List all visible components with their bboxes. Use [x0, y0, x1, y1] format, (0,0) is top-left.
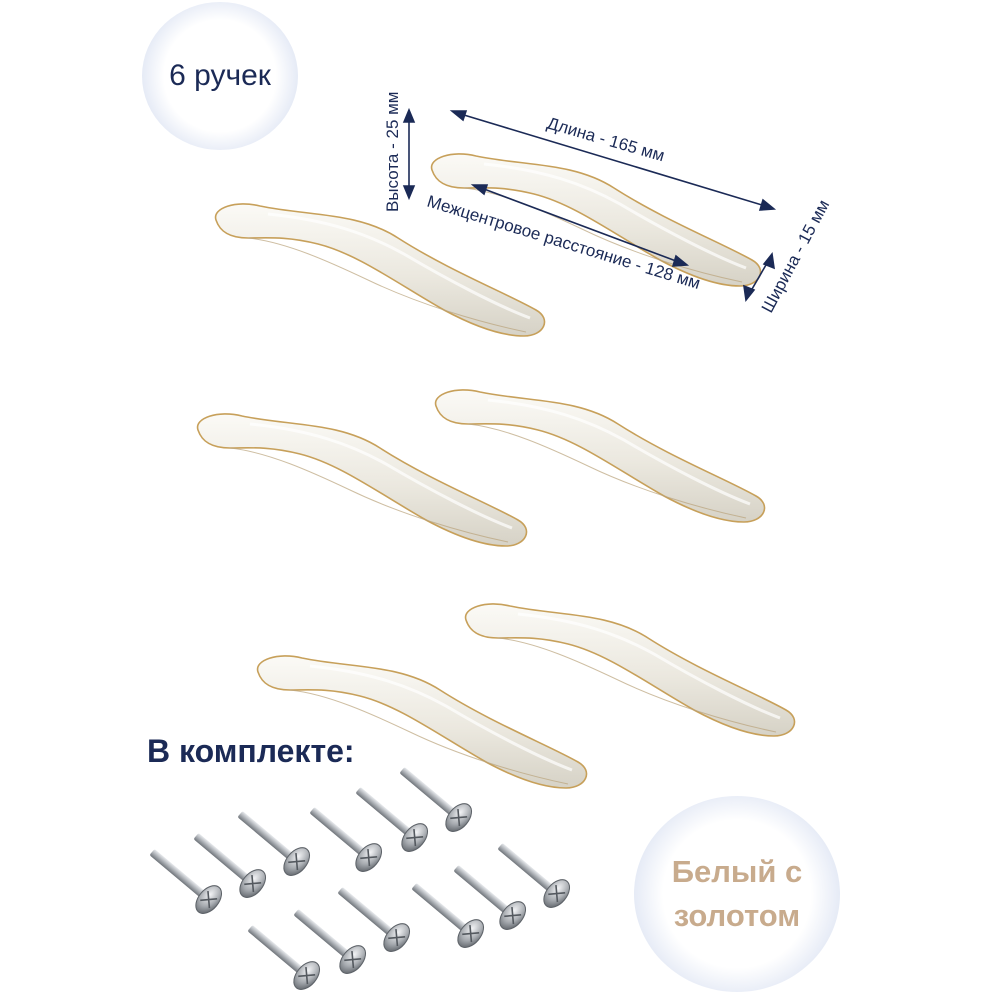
screw-4 — [300, 796, 388, 878]
screw-3 — [228, 800, 316, 882]
handle-count-text: 6 ручек — [169, 59, 271, 92]
screw-12 — [488, 832, 576, 914]
badge-handle-count: 6 ручек — [142, 2, 298, 150]
kit-contents-title: В комплекте: — [147, 733, 355, 769]
badge-color-finish: Белый с золотом — [634, 796, 840, 992]
center-distance-arrow — [475, 185, 685, 265]
screw-9 — [328, 876, 416, 958]
color-finish-text: Белый с золотом — [671, 853, 803, 933]
height-label: Высота - 25 мм — [383, 92, 402, 213]
length-arrow — [453, 111, 773, 209]
